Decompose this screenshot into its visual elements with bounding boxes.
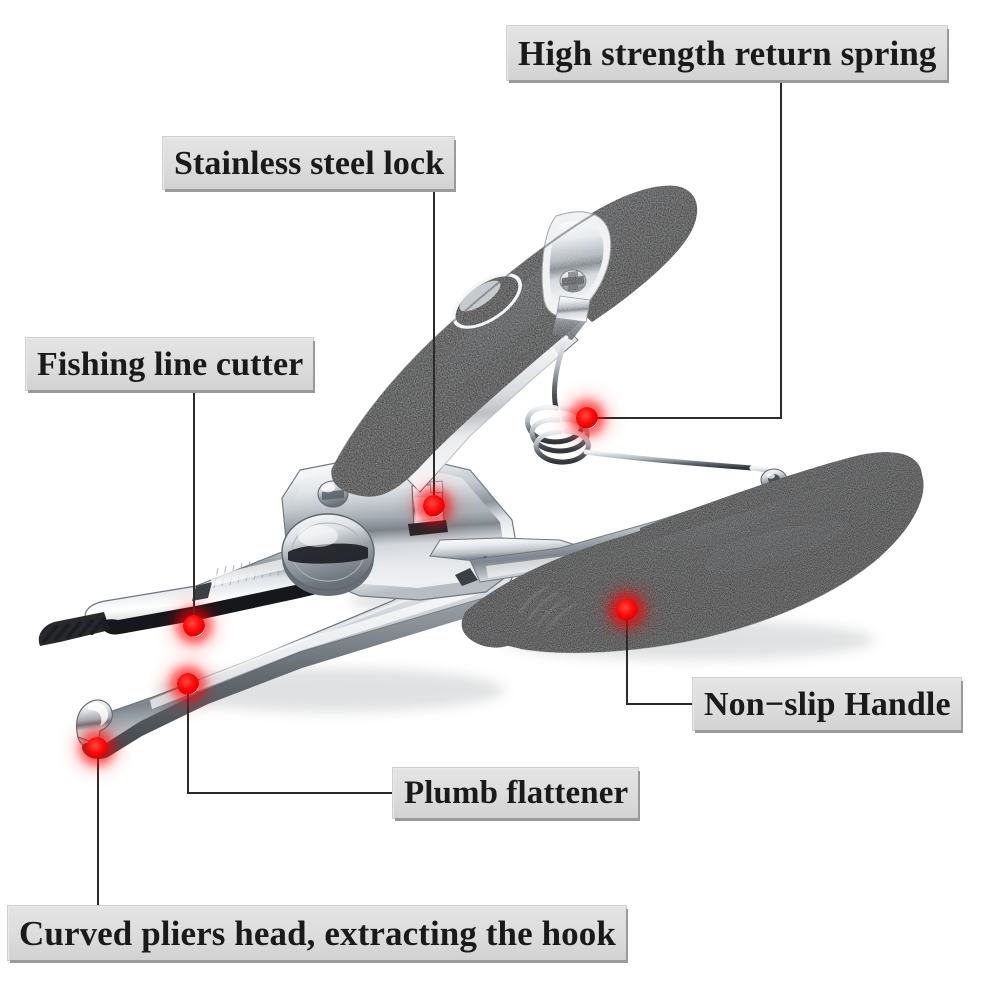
- pivot-bolt: [281, 513, 375, 596]
- lock-screw: [559, 269, 587, 293]
- callout-text-curved: Curved pliers head, extracting the hook: [19, 913, 616, 953]
- leader-line-spring-horizontal: [592, 417, 782, 419]
- callout-label-handle: Non−slip Handle: [693, 678, 961, 730]
- leader-line-lock: [433, 189, 435, 507]
- finger-grooves: [518, 584, 577, 632]
- callout-text-handle: Non−slip Handle: [704, 685, 951, 723]
- leader-line-handle-vertical: [626, 612, 628, 704]
- leader-line-plumb-horizontal: [187, 792, 396, 794]
- return-spring: [525, 335, 783, 484]
- lock-window: [541, 211, 612, 340]
- lower-handle: [461, 452, 924, 654]
- marker-dot-cutter: [183, 615, 205, 637]
- marker-dot-lock: [423, 495, 445, 517]
- callout-text-lock: Stainless steel lock: [174, 144, 445, 182]
- callout-label-plumb: Plumb flattener: [393, 768, 639, 818]
- callout-label-cutter: Fishing line cutter: [26, 338, 314, 390]
- leader-line-plumb-vertical: [187, 686, 189, 793]
- callout-text-plumb: Plumb flattener: [404, 775, 629, 811]
- callout-label-curved: Curved pliers head, extracting the hook: [8, 906, 626, 960]
- callout-text-cutter: Fishing line cutter: [37, 345, 304, 383]
- marker-dot-plumb: [177, 673, 199, 695]
- leader-line-handle-horizontal: [626, 703, 696, 705]
- callout-label-spring: High strength return spring: [507, 26, 947, 80]
- leader-line-curved: [97, 750, 99, 908]
- leader-line-spring-vertical: [780, 80, 782, 419]
- leader-line-cutter: [193, 390, 195, 628]
- marker-dot-curved: [86, 737, 108, 759]
- marker-dot-handle: [616, 599, 638, 621]
- marker-dot-spring: [576, 407, 598, 429]
- callout-label-lock: Stainless steel lock: [163, 137, 455, 189]
- callout-text-spring: High strength return spring: [518, 33, 937, 73]
- upper-handle: [331, 185, 698, 497]
